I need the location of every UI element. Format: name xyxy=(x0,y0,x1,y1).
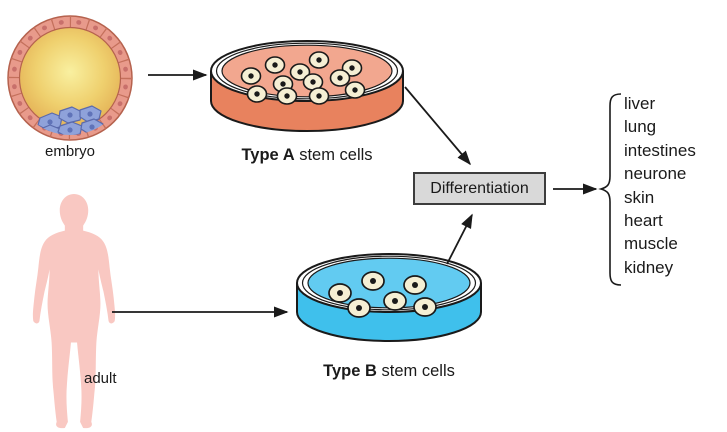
tissue-item: kidney xyxy=(624,257,674,277)
type-b-cells xyxy=(328,271,437,318)
tissue-item: muscle xyxy=(624,234,678,254)
tissue-item: neurone xyxy=(624,164,687,184)
tissue-item: intestines xyxy=(624,140,696,160)
differentiation-label: Differentiation xyxy=(430,179,529,197)
tissue-item: skin xyxy=(624,187,655,207)
type-a-label-rest: stem cells xyxy=(294,146,373,164)
embryo-illustration xyxy=(7,15,133,141)
tissue-list: liver lung intestines neurone skin heart… xyxy=(624,92,696,279)
arrow-type-a-to-differentiation xyxy=(404,86,471,166)
type-b-label: Type B stem cells xyxy=(293,362,485,381)
type-a-cells xyxy=(240,51,366,105)
adult-label: adult xyxy=(84,370,117,387)
tissue-item: lung xyxy=(624,117,657,137)
type-a-label-bold: Type A xyxy=(241,146,295,164)
petri-dish-type-a xyxy=(210,40,404,132)
tissue-item: heart xyxy=(624,211,663,231)
arrow-type-b-to-differentiation xyxy=(446,213,473,265)
type-b-label-rest: stem cells xyxy=(376,362,455,380)
adult-figure xyxy=(32,194,116,429)
tissue-item: liver xyxy=(624,94,656,113)
differentiation-box: Differentiation xyxy=(413,172,546,205)
embryo-label: embryo xyxy=(44,143,96,160)
inner-cell-mass xyxy=(35,105,104,135)
type-a-label: Type A stem cells xyxy=(207,146,407,165)
tissue-list-brace xyxy=(598,93,622,286)
petri-dish-type-b xyxy=(296,253,482,342)
adult-silhouette xyxy=(32,194,116,429)
type-b-label-bold: Type B xyxy=(323,362,377,380)
